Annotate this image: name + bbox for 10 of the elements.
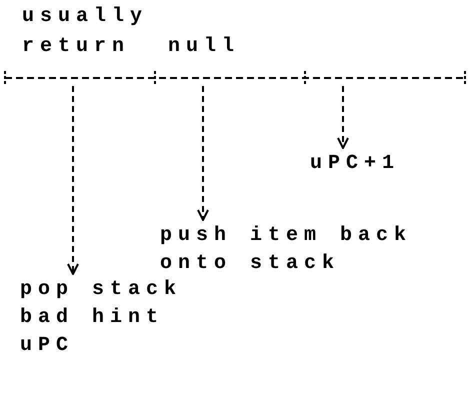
outcome-text: uPC xyxy=(20,333,76,359)
outcome-text: push item back onto stack xyxy=(160,223,414,277)
outcome-text: pop stack xyxy=(20,277,184,303)
outcome-text: bad hint xyxy=(20,305,166,331)
arrow xyxy=(337,86,349,149)
segment-label: null xyxy=(168,34,242,60)
arrow xyxy=(67,86,79,275)
outcome-text: uPC+1 xyxy=(310,151,402,177)
segment-label: usually return xyxy=(22,4,150,60)
arrow xyxy=(197,86,209,221)
